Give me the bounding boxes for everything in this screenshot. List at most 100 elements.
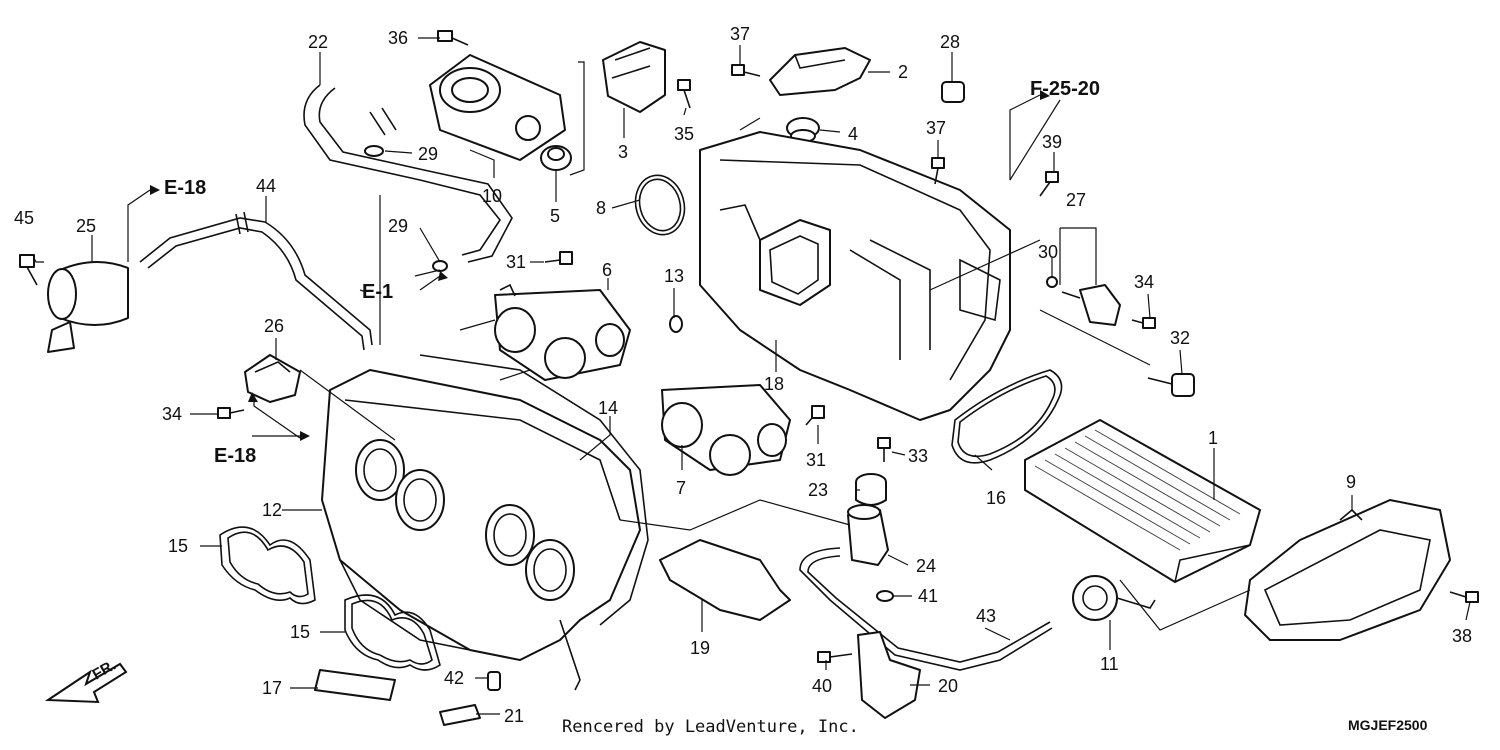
callout-36: 36 xyxy=(388,28,408,48)
part-38-screw xyxy=(1449,591,1479,603)
callout-38: 38 xyxy=(1452,626,1472,646)
leader-lines xyxy=(33,37,1471,715)
part-23-cap xyxy=(855,473,887,506)
part-13-clip xyxy=(669,315,683,333)
callout-40: 40 xyxy=(812,676,832,696)
part-29-clip-upper xyxy=(364,145,384,157)
callout-15-lower: 15 xyxy=(290,622,310,642)
ref-e1: E-1 xyxy=(362,281,393,303)
part-32-bolt xyxy=(1147,373,1195,397)
part-41-clip xyxy=(876,590,894,602)
part-37-screw-top xyxy=(731,64,761,77)
part-1-filter-element xyxy=(1024,419,1261,583)
callout-44: 44 xyxy=(256,176,276,196)
credit-text: Rencered by LeadVenture, Inc. xyxy=(562,717,859,737)
part-27-sensor xyxy=(1046,276,1121,326)
callout-32: 32 xyxy=(1170,328,1190,348)
part-15-gasket-lower xyxy=(344,594,441,671)
ref-e18-top: E-18 xyxy=(164,177,206,199)
callout-31-upper: 31 xyxy=(506,252,526,272)
part-35-screw xyxy=(677,79,691,109)
part-26-sensor xyxy=(244,354,301,403)
callout-23: 23 xyxy=(808,480,828,500)
part-15-gasket-upper xyxy=(219,526,316,605)
callout-27: 27 xyxy=(1066,190,1086,210)
callout-31-lower: 31 xyxy=(806,450,826,470)
part-7-funnel xyxy=(661,384,791,476)
callout-19: 19 xyxy=(690,638,710,658)
part-10-joint xyxy=(429,54,566,161)
part-36-screw xyxy=(437,30,469,46)
callout-20: 20 xyxy=(938,676,958,696)
part-6-funnel xyxy=(494,283,631,381)
callout-37-side: 37 xyxy=(926,118,946,138)
callout-26: 26 xyxy=(264,316,284,336)
callout-41: 41 xyxy=(918,586,938,606)
callout-35: 35 xyxy=(674,124,694,144)
part-20-bracket xyxy=(857,631,921,719)
callout-6: 6 xyxy=(602,260,612,280)
callout-34-right: 34 xyxy=(1134,272,1154,292)
callout-numbers: 1 2 3 4 5 6 7 8 9 10 11 12 13 14 15 15 1… xyxy=(14,24,1472,726)
part-5-grommet xyxy=(540,145,572,171)
part-9-cover xyxy=(1244,499,1451,641)
callout-5: 5 xyxy=(550,206,560,226)
part-24-valve xyxy=(847,504,889,566)
part-40-bolt xyxy=(817,651,853,663)
callout-11: 11 xyxy=(1100,654,1119,674)
callout-3: 3 xyxy=(618,142,628,162)
callout-16: 16 xyxy=(986,488,1006,508)
callout-7: 7 xyxy=(676,478,686,498)
part-34-screw-left xyxy=(217,407,245,419)
part-8-o-ring xyxy=(634,174,686,236)
part-28-collar xyxy=(941,81,965,103)
reference-labels: E-18 E-1 E-18 F-25-20 xyxy=(164,78,1100,467)
callout-25: 25 xyxy=(76,216,96,236)
part-45-bolt xyxy=(19,254,38,286)
callout-28: 28 xyxy=(940,32,960,52)
callout-2: 2 xyxy=(898,62,908,82)
callout-22: 22 xyxy=(308,32,328,52)
part-31-screw-upper xyxy=(544,251,573,265)
part-21-clamp xyxy=(439,704,481,726)
part-44-tube xyxy=(139,211,373,351)
callout-17: 17 xyxy=(262,678,282,698)
callout-29-upper: 29 xyxy=(418,144,438,164)
callout-39: 39 xyxy=(1042,132,1062,152)
callout-45: 45 xyxy=(14,208,34,228)
callout-10: 10 xyxy=(482,186,502,206)
part-39-screw xyxy=(1039,171,1059,197)
part-42-bolt xyxy=(487,671,501,691)
fr-direction-arrow: FR. xyxy=(44,657,128,704)
part-4-grommet xyxy=(786,117,820,143)
callout-1: 1 xyxy=(1208,428,1218,448)
part-14-seal xyxy=(419,354,649,626)
callout-4: 4 xyxy=(848,124,858,144)
part-2-cover xyxy=(769,47,871,96)
part-33-screw xyxy=(877,437,891,462)
callout-15-upper: 15 xyxy=(168,536,188,556)
callout-9: 9 xyxy=(1346,472,1356,492)
callout-43: 43 xyxy=(976,606,996,626)
callout-14: 14 xyxy=(598,398,618,418)
part-22-hose xyxy=(303,84,513,263)
callout-37-top: 37 xyxy=(730,24,750,44)
part-19-pad xyxy=(659,539,791,621)
part-31-screw-lower xyxy=(805,405,825,426)
part-17-pad xyxy=(314,669,396,701)
part-3-cover xyxy=(602,41,666,113)
ref-f-25-20: F-25-20 xyxy=(1030,78,1100,100)
diagram-code: MGJEF2500 xyxy=(1348,717,1428,733)
callout-24: 24 xyxy=(916,556,936,576)
part-11-solenoid xyxy=(1072,575,1156,621)
part-43-tube xyxy=(799,547,1053,671)
part-18-upper-case xyxy=(699,131,1011,421)
callout-8: 8 xyxy=(596,198,606,218)
callout-13: 13 xyxy=(664,266,684,286)
callout-34-left: 34 xyxy=(162,404,182,424)
callout-29-lower: 29 xyxy=(388,216,408,236)
callout-18: 18 xyxy=(764,374,784,394)
part-12-lower-case xyxy=(321,369,641,691)
callout-30: 30 xyxy=(1038,242,1058,262)
